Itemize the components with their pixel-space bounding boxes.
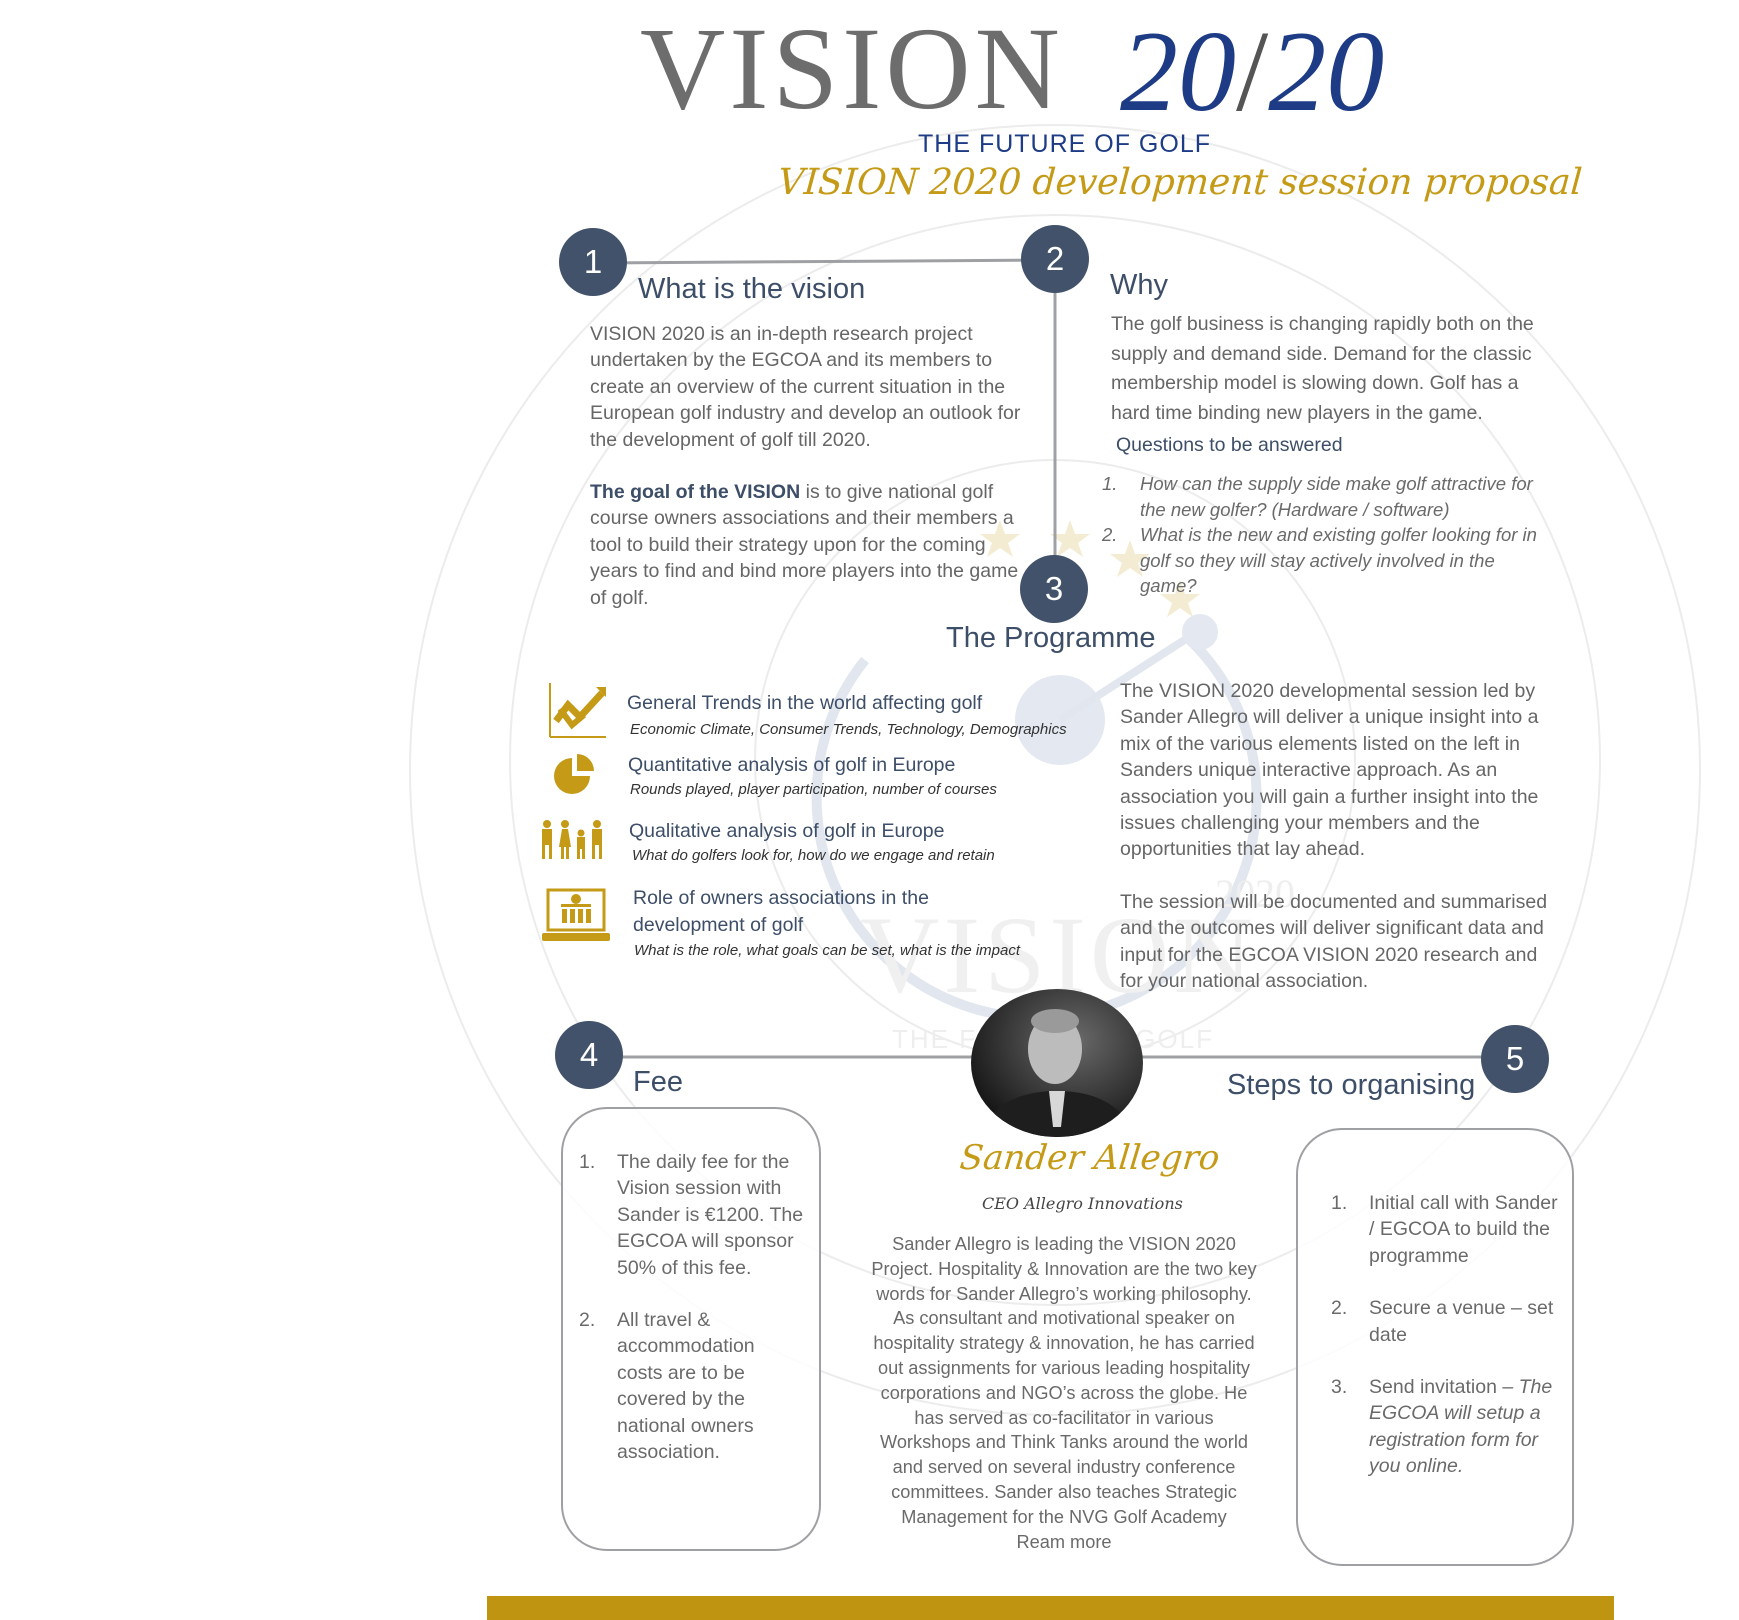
speaker-role: CEO Allegro Innovations [982, 1194, 1183, 1213]
programme-item-sub: What is the role, what goals can be set,… [634, 942, 1021, 959]
section-1-badge: 1 [559, 228, 627, 296]
programme-item-title: Qualitative analysis of golf in Europe [629, 820, 945, 842]
logo-vision-text: VISION [640, 3, 1064, 134]
programme-paragraph-1: The VISION 2020 developmental session le… [1120, 680, 1539, 861]
fee-item: 2.All travel & accommodation costs are t… [579, 1309, 755, 1464]
programme-item-sub: What do golfers look for, how do we enga… [632, 847, 995, 864]
trend-chart-icon [549, 683, 606, 738]
logo-subtitle: THE FUTURE OF GOLF [918, 130, 1211, 158]
speaker-name: Sander Allegro [957, 1138, 1222, 1178]
step-item: 2.Secure a venue – set date [1331, 1297, 1554, 1346]
section-5-badge: 5 [1481, 1025, 1549, 1093]
section-2-badge: 2 [1021, 225, 1089, 293]
programme-item-title: development of golf [633, 914, 804, 936]
section-2-paragraph: The golf business is changing rapidly bo… [1111, 313, 1534, 424]
laptop-group-icon [542, 888, 610, 941]
watermark-year: 2020 [1215, 871, 1295, 916]
step-item: 3.Send invitation – The EGCOA will setup… [1331, 1376, 1553, 1478]
logo-year-text: 20/20 [1120, 8, 1385, 136]
steps-list: 1.Initial call with Sander / EGCOA to bu… [1331, 1190, 1559, 1480]
section-1-goal: The goal of the VISION is to give nation… [590, 481, 1019, 609]
question-item: 2.What is the new and existing golfer lo… [1102, 524, 1537, 596]
question-item: 1.How can the supply side make golf attr… [1102, 473, 1533, 520]
section-2-title: Why [1110, 269, 1168, 301]
programme-item-sub: Rounds played, player participation, num… [630, 781, 997, 798]
fee-list: 1.The daily fee for the Vision session w… [579, 1149, 805, 1465]
questions-list: 1.How can the supply side make golf attr… [1102, 471, 1542, 599]
read-more-link[interactable]: Ream more [1016, 1531, 1112, 1552]
programme-item-title: Quantitative analysis of golf in Europe [628, 754, 956, 776]
steps-box [1296, 1128, 1574, 1566]
footer-bar [487, 1596, 1614, 1620]
programme-paragraph-2: The session will be documented and summa… [1120, 891, 1548, 993]
section-4-title: Fee [633, 1066, 683, 1098]
fee-item: 1.The daily fee for the Vision session w… [579, 1151, 804, 1279]
section-1-title: What is the vision [638, 273, 866, 305]
questions-label: Questions to be answered [1116, 434, 1343, 456]
programme-item-title: General Trends in the world affecting go… [627, 692, 983, 714]
programme-item-title: Role of owners associations in the [633, 887, 929, 909]
speaker-photo [971, 989, 1143, 1137]
section-1-paragraph: VISION 2020 is an in-depth research proj… [590, 323, 1021, 451]
section-4-badge: 4 [555, 1021, 623, 1089]
step-item: 1.Initial call with Sander / EGCOA to bu… [1331, 1192, 1558, 1267]
family-icon [542, 820, 602, 859]
programme-item-sub: Economic Climate, Consumer Trends, Techn… [630, 721, 1067, 738]
pie-chart-icon [554, 754, 594, 794]
section-3-badge: 3 [1020, 555, 1088, 623]
speaker-bio: Sander Allegro is leading the VISION 202… [871, 1234, 1257, 1552]
fee-box [561, 1107, 821, 1551]
section-5-title: Steps to organising [1227, 1069, 1476, 1101]
section-3-title: The Programme [946, 622, 1156, 654]
